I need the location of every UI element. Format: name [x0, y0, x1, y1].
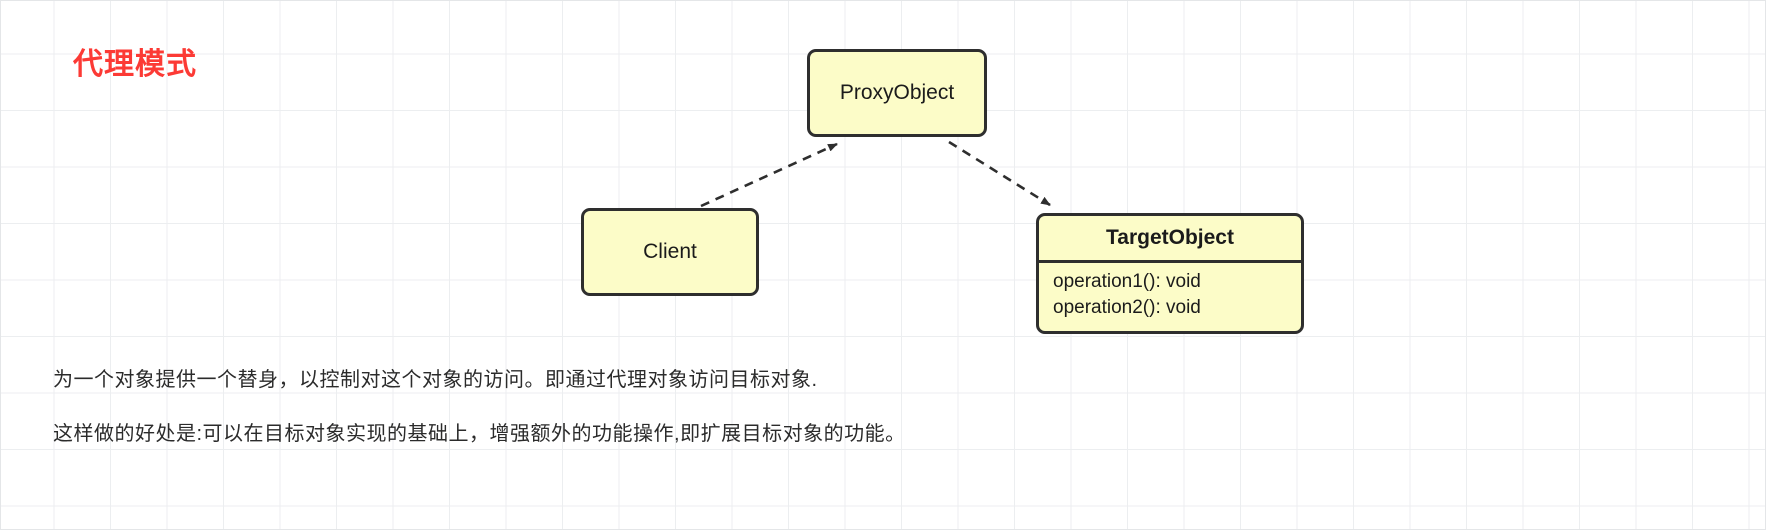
- node-proxy-object-label: ProxyObject: [839, 81, 955, 104]
- node-target-object-operations: operation1(): void operation2(): void: [1039, 263, 1301, 321]
- description-line-1: 为一个对象提供一个替身，以控制对这个对象的访问。即通过代理对象访问目标对象.: [53, 369, 818, 391]
- node-client[interactable]: Client: [581, 208, 759, 296]
- edge-proxy-to-target: [948, 140, 1051, 207]
- edge-client-to-proxy: [700, 142, 838, 208]
- node-client-label: Client: [643, 240, 697, 263]
- node-target-object[interactable]: TargetObject operation1(): void operatio…: [1036, 213, 1304, 334]
- description-line-2: 这样做的好处是:可以在目标对象实现的基础上，增强额外的功能操作,即扩展目标对象的…: [53, 423, 906, 445]
- node-proxy-object[interactable]: ProxyObject: [807, 49, 987, 137]
- page-title: 代理模式: [73, 48, 197, 81]
- node-target-object-title: TargetObject: [1039, 216, 1301, 263]
- operation-item: operation2(): void: [1053, 297, 1201, 318]
- operation-item: operation1(): void: [1053, 271, 1201, 292]
